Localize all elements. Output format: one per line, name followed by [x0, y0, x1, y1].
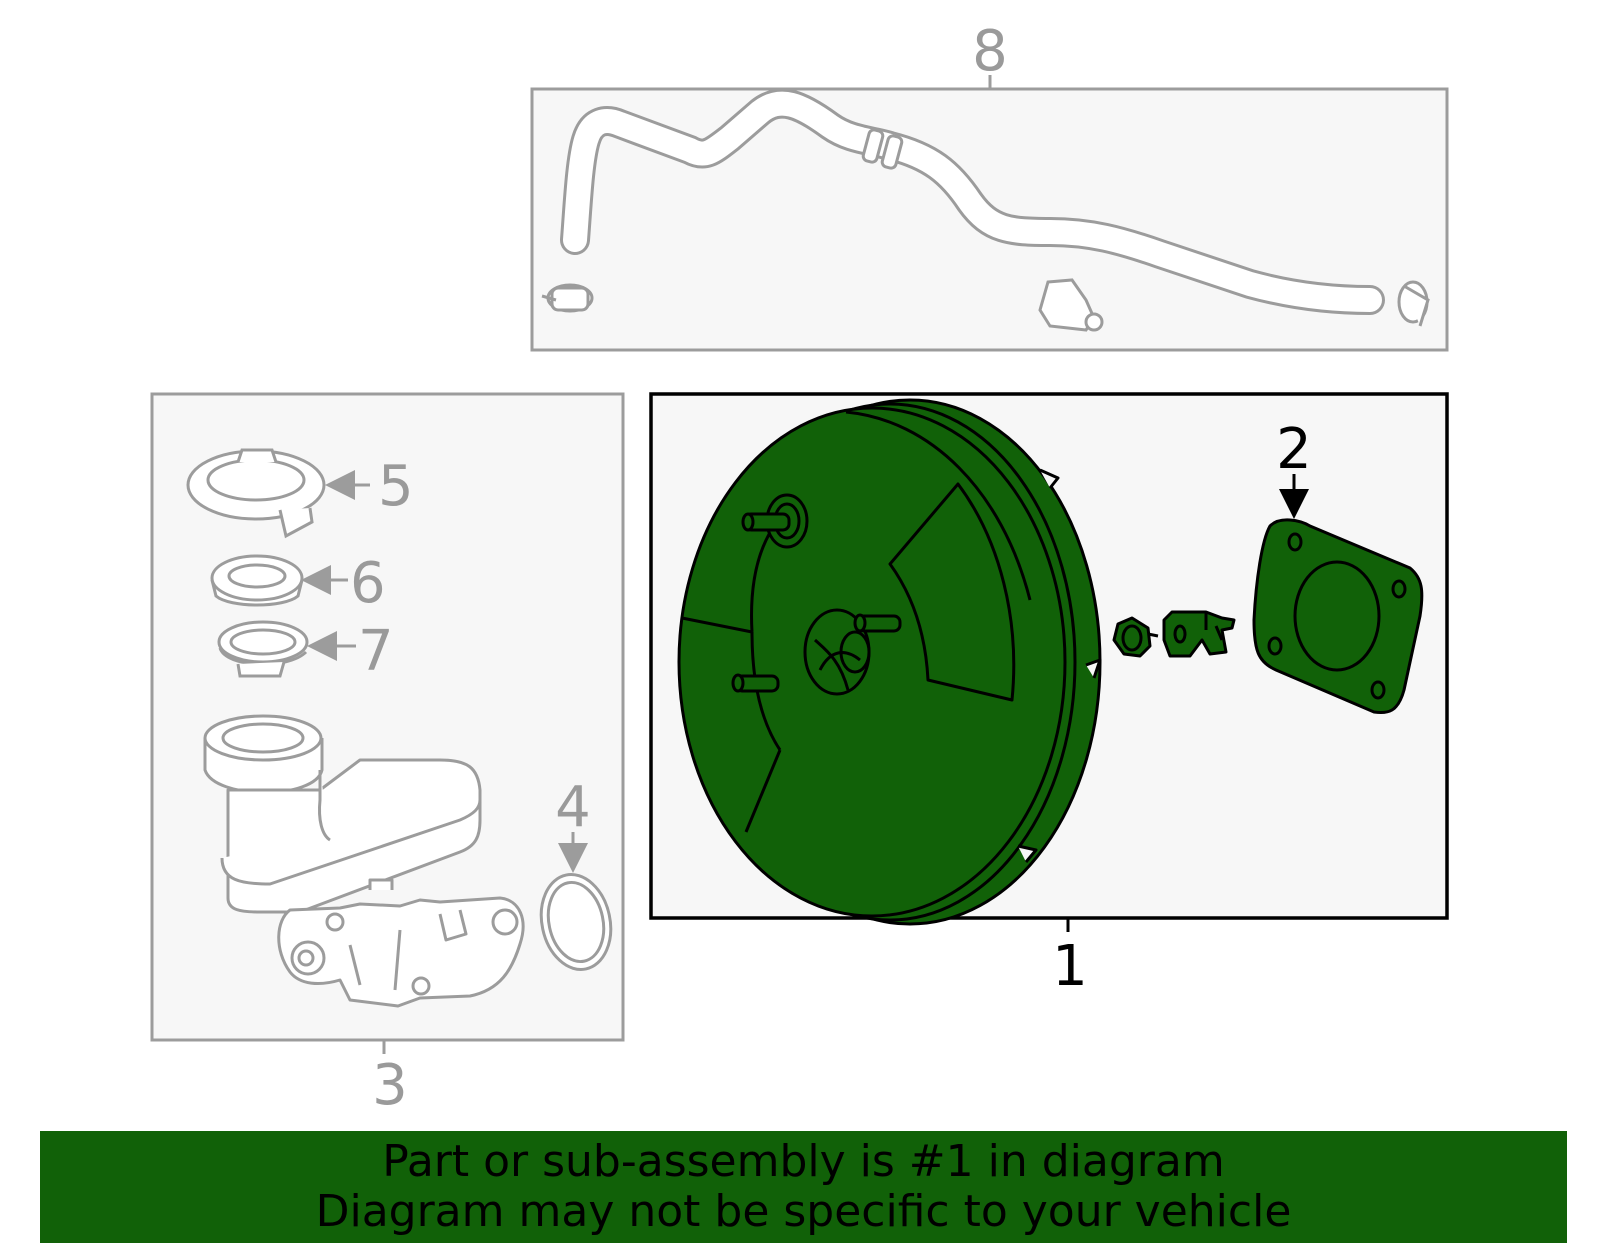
reservoir-cap[interactable] — [186, 448, 326, 539]
reservoir-seal[interactable] — [217, 620, 309, 678]
o-ring[interactable] — [533, 868, 619, 976]
booster-gasket[interactable] — [1252, 518, 1424, 715]
callout-1: 1 — [1052, 934, 1088, 999]
callout-2: 2 — [1276, 417, 1312, 482]
callout-4: 4 — [555, 775, 591, 840]
hose-connector-middle — [1038, 278, 1104, 332]
booster-group: 1 — [649, 392, 1449, 999]
callout-7: 7 — [358, 619, 394, 684]
callout-8: 8 — [972, 19, 1008, 84]
master-cylinder-group: 3 5 6 7 — [150, 392, 625, 1118]
callout-3: 3 — [372, 1053, 408, 1118]
callout-6: 6 — [350, 551, 386, 616]
master-cylinder[interactable] — [203, 714, 525, 1008]
banner-line-1: Part or sub-assembly is #1 in diagram — [382, 1136, 1225, 1187]
reservoir-filter[interactable] — [210, 554, 304, 607]
hose-group: 8 — [530, 19, 1449, 352]
hose-clip-left — [541, 283, 594, 313]
hose-clip-right — [1397, 280, 1430, 327]
banner-line-2: Diagram may not be specific to your vehi… — [315, 1186, 1292, 1237]
brake-booster[interactable] — [677, 398, 1102, 926]
banner-background — [40, 1131, 1567, 1243]
info-banner: Part or sub-assembly is #1 in diagram Di… — [40, 1131, 1567, 1243]
booster-check-valve[interactable] — [1112, 610, 1236, 658]
callout-5: 5 — [378, 454, 414, 519]
